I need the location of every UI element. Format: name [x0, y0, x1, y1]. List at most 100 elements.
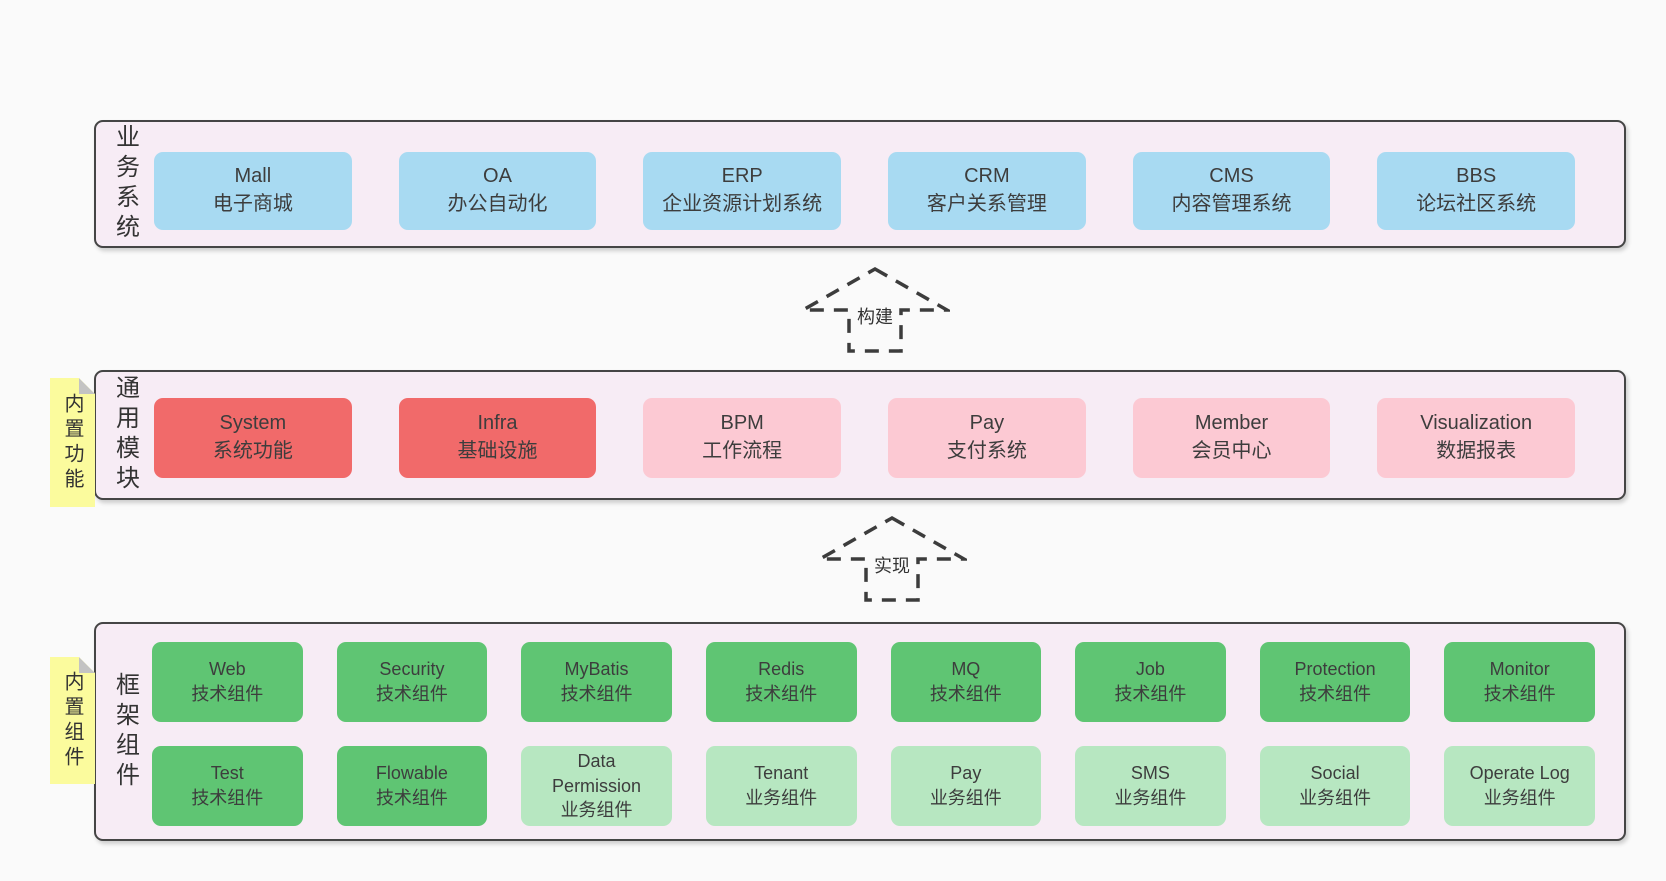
- box-subtitle: 技术组件: [191, 684, 264, 704]
- box-title: Member: [1194, 412, 1269, 435]
- box-web: Web 技术组件: [152, 642, 303, 722]
- box-subtitle: 业务组件: [1114, 788, 1187, 808]
- box-subtitle: 业务组件: [560, 800, 633, 821]
- box-title: ERP: [721, 165, 763, 188]
- box-subtitle: 工作流程: [702, 440, 783, 462]
- box-title: Monitor: [1489, 659, 1550, 680]
- box-infra: Infra 基础设施: [398, 398, 597, 478]
- box-subtitle: 技术组件: [1299, 684, 1372, 704]
- box-subtitle: 业务组件: [929, 788, 1002, 808]
- box-subtitle: 技术组件: [560, 684, 633, 704]
- box-title: Pay: [950, 763, 982, 784]
- box-subtitle: 业务组件: [1299, 788, 1372, 808]
- box-subtitle: 技术组件: [1483, 684, 1556, 704]
- box-title: System: [219, 412, 287, 435]
- box-oa: OA 办公自动化: [398, 152, 597, 230]
- layer-common-modules: 内置功能 通用模块 System 系统功能 Infra 基础设施 BPM 工作流…: [94, 370, 1626, 500]
- box-subtitle: 技术组件: [1114, 684, 1187, 704]
- build-arrow: 构建: [800, 266, 950, 354]
- layer-business-label: 业务系统: [111, 124, 139, 244]
- box-title: Redis: [758, 659, 805, 680]
- dashed-up-arrow-icon: [800, 266, 950, 353]
- box-bpm: BPM 工作流程: [643, 398, 842, 478]
- box-subtitle: 数据报表: [1436, 440, 1517, 462]
- box-title: BPM: [720, 412, 764, 435]
- box-visualization: Visualization 数据报表: [1377, 398, 1576, 478]
- box-subtitle: 办公自动化: [447, 193, 548, 215]
- box-pay-business: Pay 业务组件: [890, 746, 1042, 826]
- box-subtitle: 技术组件: [191, 788, 264, 808]
- box-job: Job 技术组件: [1075, 642, 1226, 722]
- components-box-row-1: Web 技术组件 Security 技术组件 MyBatis 技术组件 Redi…: [152, 642, 1595, 722]
- layer-modules-label: 通用模块: [111, 375, 139, 495]
- box-subtitle: 技术组件: [375, 684, 448, 704]
- box-title: MQ: [951, 659, 981, 680]
- box-title: Infra: [477, 412, 518, 435]
- box-subtitle: 支付系统: [946, 440, 1027, 462]
- box-title: Protection: [1294, 659, 1376, 680]
- box-title: Security: [379, 659, 445, 680]
- modules-box-row: System 系统功能 Infra 基础设施 BPM 工作流程 Pay 支付系统…: [154, 398, 1576, 478]
- box-title: OA: [483, 165, 512, 188]
- box-crm: CRM 客户关系管理: [888, 152, 1086, 230]
- box-title: Mall: [234, 165, 272, 188]
- box-title: Job: [1135, 659, 1165, 680]
- box-bbs: BBS 论坛社区系统: [1377, 152, 1576, 230]
- box-subtitle: 技术组件: [375, 788, 448, 808]
- box-title: Test: [210, 763, 244, 784]
- box-sms: SMS 业务组件: [1075, 746, 1226, 826]
- box-redis: Redis 技术组件: [705, 642, 857, 722]
- box-subtitle: 技术组件: [745, 684, 818, 704]
- box-title: Visualization: [1420, 412, 1533, 435]
- box-subtitle: 系统功能: [212, 440, 293, 462]
- box-tenant: Tenant 业务组件: [705, 746, 857, 826]
- box-title: Social: [1310, 763, 1360, 784]
- box-pay: Pay 支付系统: [888, 398, 1086, 478]
- box-mall: Mall 电子商城: [154, 152, 352, 230]
- builtin-components-note: 内置组件: [50, 657, 95, 784]
- build-arrow-label: 构建: [853, 303, 897, 329]
- box-title: Tenant: [754, 763, 809, 784]
- components-box-row-2: Test 技术组件 Flowable 技术组件 Data Permission …: [152, 746, 1595, 826]
- box-subtitle: 基础设施: [457, 440, 538, 462]
- box-subtitle: 论坛社区系统: [1416, 193, 1537, 215]
- box-subtitle: 企业资源计划系统: [662, 193, 823, 215]
- box-title: BBS: [1456, 165, 1497, 188]
- box-title: Web: [208, 659, 246, 680]
- box-mq: MQ 技术组件: [890, 642, 1042, 722]
- box-subtitle: 内容管理系统: [1171, 193, 1292, 215]
- layer-components-label: 框架组件: [111, 671, 139, 792]
- box-title: CRM: [964, 165, 1010, 188]
- box-title: SMS: [1130, 763, 1170, 784]
- box-monitor: Monitor 技术组件: [1444, 642, 1595, 722]
- box-mybatis: MyBatis 技术组件: [521, 642, 672, 722]
- layer-business-systems: 业务系统 Mall 电子商城 OA 办公自动化 ERP 企业资源计划系统 CRM…: [94, 120, 1626, 248]
- box-flowable: Flowable 技术组件: [336, 746, 488, 826]
- dashed-up-arrow-icon: [817, 515, 967, 602]
- box-cms: CMS 内容管理系统: [1132, 152, 1331, 230]
- box-test: Test 技术组件: [152, 746, 303, 826]
- box-member: Member 会员中心: [1132, 398, 1331, 478]
- box-title: Flowable: [375, 763, 448, 784]
- box-security: Security 技术组件: [336, 642, 488, 722]
- box-title: MyBatis: [564, 659, 629, 680]
- box-title: Data Permission: [552, 750, 642, 796]
- implement-arrow: 实现: [817, 515, 967, 603]
- box-title: Operate Log: [1469, 763, 1570, 784]
- box-title: CMS: [1209, 165, 1254, 188]
- box-protection: Protection 技术组件: [1259, 642, 1411, 722]
- box-subtitle: 技术组件: [929, 684, 1002, 704]
- box-subtitle: 业务组件: [1483, 788, 1556, 808]
- box-operate-log: Operate Log 业务组件: [1444, 746, 1595, 826]
- business-box-row: Mall 电子商城 OA 办公自动化 ERP 企业资源计划系统 CRM 客户关系…: [154, 152, 1576, 230]
- box-erp: ERP 企业资源计划系统: [643, 152, 842, 230]
- box-social: Social 业务组件: [1259, 746, 1411, 826]
- box-title: Pay: [969, 412, 1005, 435]
- box-system: System 系统功能: [154, 398, 352, 478]
- implement-arrow-label: 实现: [870, 552, 914, 578]
- layer-framework-components: 内置组件 框架组件 Web 技术组件 Security 技术组件 MyBatis…: [94, 622, 1626, 841]
- box-data-permission: Data Permission 业务组件: [521, 746, 672, 826]
- box-subtitle: 电子商城: [212, 193, 293, 215]
- box-subtitle: 客户关系管理: [926, 193, 1047, 215]
